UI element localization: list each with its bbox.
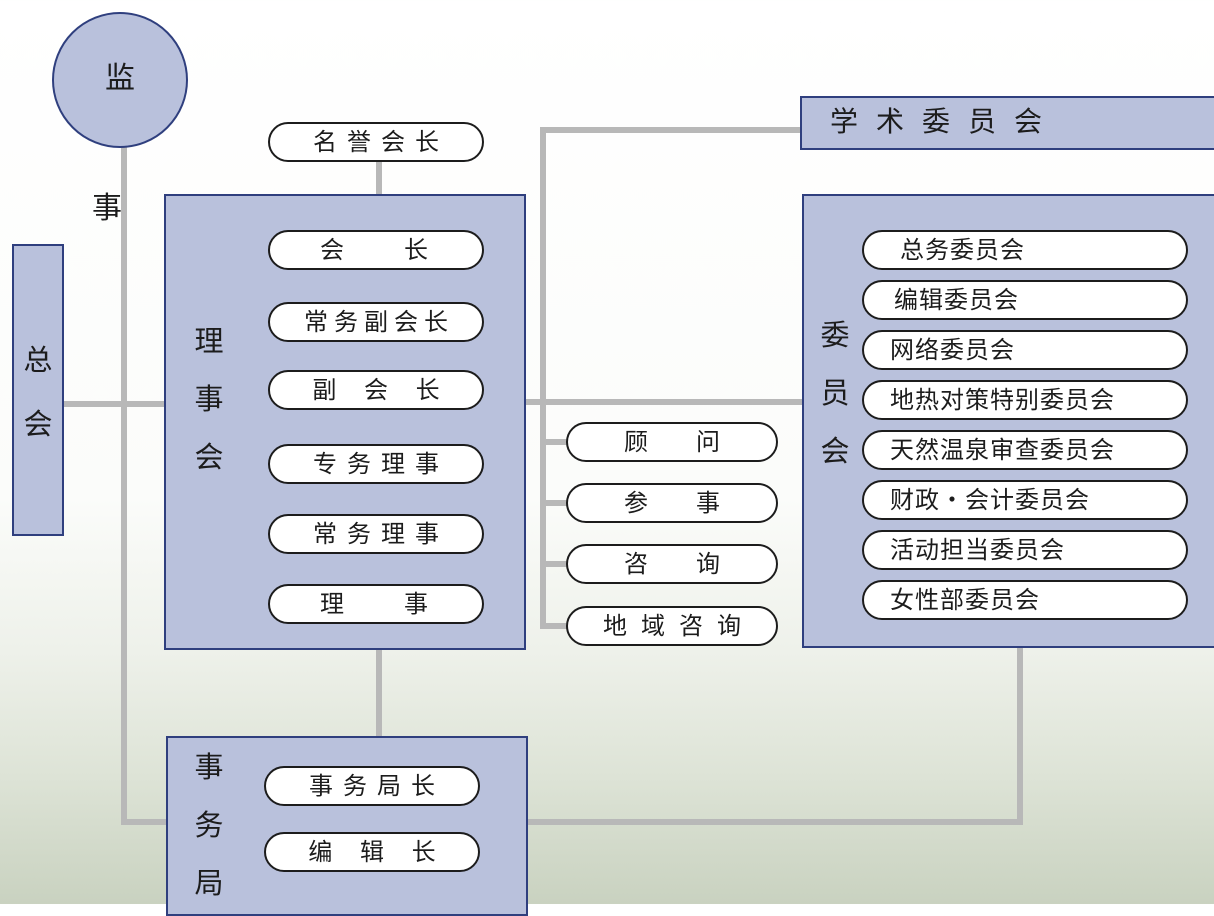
consultant-node: 咨询: [566, 544, 778, 584]
secretariat-label: 事 务 局: [184, 738, 234, 912]
secretariat-node: 事 务 局: [166, 736, 528, 916]
committee-finance-accounting: 财政・会计委员会: [862, 480, 1188, 520]
committee-network: 网络委员会: [862, 330, 1188, 370]
regional-consultant-node: 地域咨询: [566, 606, 778, 646]
board-role-managing-director: 专务理事: [268, 444, 484, 484]
secretariat-char-2: 务: [194, 808, 224, 842]
supervisor-node: 监 事: [52, 12, 191, 226]
secretariat-role-director-general: 事务局长: [264, 766, 480, 806]
board-char-3: 会: [194, 440, 224, 474]
secretariat-char-1: 事: [194, 750, 224, 784]
board-role-president: 会 长: [268, 230, 484, 270]
board-label: 理 事 会: [184, 312, 234, 486]
secretariat-char-3: 局: [194, 866, 224, 900]
committee-activities: 活动担当委员会: [862, 530, 1188, 570]
general-assembly-char-2: 会: [23, 407, 53, 441]
committees-char-1: 委: [820, 318, 850, 352]
general-assembly-node: 总 会: [12, 244, 64, 536]
committee-geothermal-special: 地热对策特别委员会: [862, 380, 1188, 420]
board-role-standing-director: 常务理事: [268, 514, 484, 554]
board-char-2: 事: [194, 382, 224, 416]
committee-general-affairs: 总务委员会: [862, 230, 1188, 270]
board-char-1: 理: [194, 324, 224, 358]
committee-editorial: 编辑委员会: [862, 280, 1188, 320]
general-assembly-char-1: 总: [23, 343, 53, 377]
board-role-executive-vice-president: 常务副会长: [268, 302, 484, 342]
board-node: 理 事 会: [164, 194, 526, 650]
committee-natural-hot-spring-review: 天然温泉审查委员会: [862, 430, 1188, 470]
general-assembly-label: 总 会: [14, 328, 62, 456]
committees-char-3: 会: [820, 434, 850, 468]
counselor-node: 参事: [566, 483, 778, 523]
honorary-president-node: 名誉会长: [268, 122, 484, 162]
secretariat-role-chief-editor: 编 辑 长: [264, 832, 480, 872]
board-role-director: 理 事: [268, 584, 484, 624]
committees-char-2: 员: [820, 376, 850, 410]
advisor-node: 顾问: [566, 422, 778, 462]
academic-committee-node: 学术委员会: [800, 96, 1214, 150]
committee-womens-division: 女性部委员会: [862, 580, 1188, 620]
committees-label: 委 员 会: [810, 306, 860, 480]
board-role-vice-president: 副 会 长: [268, 370, 484, 410]
